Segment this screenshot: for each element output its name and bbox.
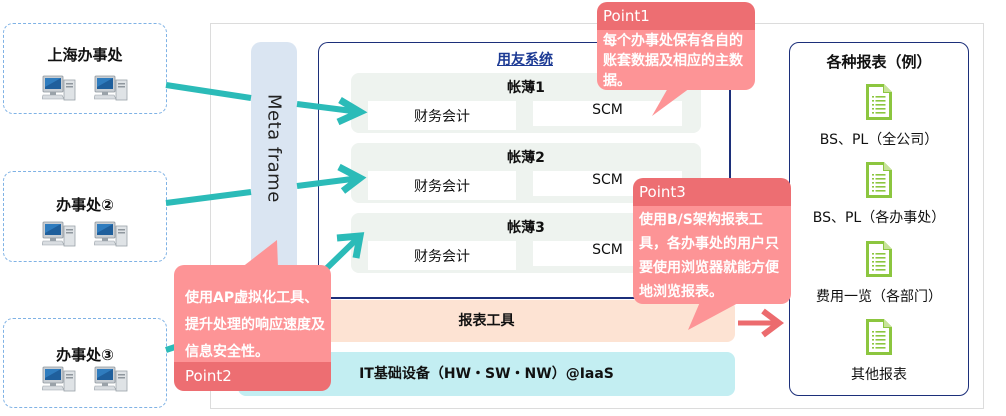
yonyou-system-title: 用友系统 (497, 52, 553, 68)
module-scm: SCM (533, 101, 682, 126)
report-item: BS、PL（各办事处） (790, 161, 968, 227)
callout-heading: Point1 (597, 2, 755, 30)
document-icon (865, 83, 893, 121)
computer-icon (93, 220, 128, 247)
report-item: BS、PL（全公司） (790, 83, 968, 149)
callout-heading: Point2 (174, 362, 331, 391)
office-title: 办事处③ (56, 346, 114, 364)
callout-point3: Point3 使用B/S架构报表工具，各办事处的用户只要使用浏览器就能方便地浏览… (633, 178, 791, 304)
report-label: BS、PL（全公司） (819, 132, 939, 148)
callout-point2: 使用AP虚拟化工具、提升处理的响应速度及信息安全性。 Point2 (174, 265, 331, 391)
computers (4, 74, 166, 101)
meta-frame-label: Meta frame (263, 94, 285, 203)
computers (4, 220, 166, 247)
callout-heading: Point3 (633, 178, 791, 206)
document-icon (865, 240, 893, 278)
office-title: 上海办事处 (47, 46, 123, 64)
report-item: 其他报表 (790, 318, 968, 384)
office-3: 办事处③ (3, 318, 167, 408)
computer-icon (41, 365, 76, 392)
document-icon (865, 318, 893, 356)
report-label: 其他报表 (851, 367, 907, 383)
ledger-title: 帐薄3 (507, 220, 545, 236)
callout-text: 每个办事处保有各自的账套数据及相应的主数据。 (597, 30, 755, 90)
office-title: 办事处② (56, 196, 114, 214)
computer-icon (93, 365, 128, 392)
yonyou-right-border (729, 42, 731, 298)
module-finance: 财务会计 (368, 101, 516, 130)
computer-icon (93, 74, 128, 101)
ledger-title: 帐薄2 (507, 150, 545, 166)
report-label: 费用一览（各部门） (816, 289, 942, 305)
reports-panel: 各种报表（例） BS、PL（全公司） BS、PL（各办事处） 费用一览（各部门）… (789, 42, 969, 396)
yonyou-bottom-border (318, 297, 731, 299)
reports-panel-title: 各种报表（例） (826, 53, 932, 71)
report-item: 费用一览（各部门） (790, 240, 968, 306)
office-2: 办事处② (3, 171, 167, 262)
yonyou-system: 用友系统 (318, 42, 731, 298)
computer-icon (41, 220, 76, 247)
module-finance: 财务会计 (368, 241, 516, 270)
module-finance: 财务会计 (368, 171, 516, 200)
office-shanghai: 上海办事处 (3, 23, 167, 114)
callout-text: 使用B/S架构报表工具，各办事处的用户只要使用浏览器就能方便地浏览报表。 (633, 206, 791, 304)
document-icon (865, 161, 893, 199)
computer-icon (41, 74, 76, 101)
report-label: BS、PL（各办事处） (812, 210, 946, 226)
callout-text: 使用AP虚拟化工具、提升处理的响应速度及信息安全性。 (174, 265, 331, 362)
ledger-title: 帐薄1 (507, 80, 545, 96)
computers (4, 365, 166, 392)
callout-point1: Point1 每个办事处保有各自的账套数据及相应的主数据。 (597, 2, 755, 90)
